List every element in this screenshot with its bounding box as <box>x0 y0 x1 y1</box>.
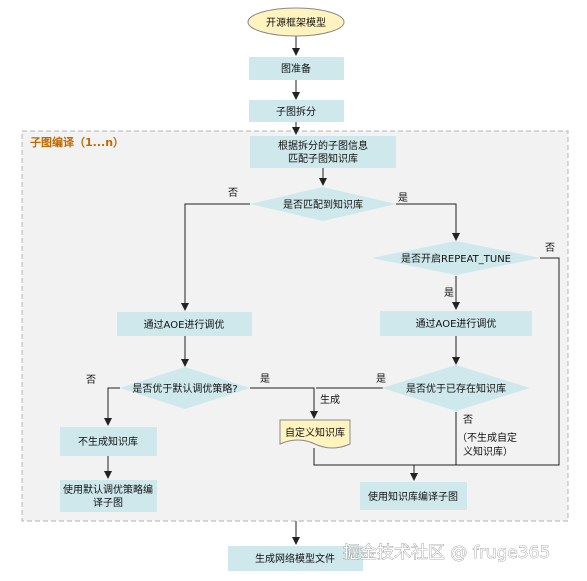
no-kb-label: 不生成知识库 <box>78 435 138 448</box>
split-subgraph-box <box>249 100 344 122</box>
prepare-graph-label: 图准备 <box>281 62 311 75</box>
decision-repeat-tune-diamond <box>372 241 540 275</box>
edge-label-default-yes: 是 <box>260 373 270 385</box>
tune-left-box <box>117 312 252 336</box>
decision-better-existing-diamond <box>382 365 530 411</box>
decision-repeat-tune-label: 是否开启REPEAT_TUNE <box>401 252 511 265</box>
match-kb-label-line1: 根据拆分的子图信息 <box>278 139 368 152</box>
edge-custom-kb-to-compile <box>313 448 414 466</box>
compile-kb-label: 使用知识库编译子图 <box>368 490 458 503</box>
custom-kb-document <box>279 419 351 449</box>
edge-repeat-no <box>410 257 560 481</box>
tune-left-label: 通过AOE进行调优 <box>144 318 225 331</box>
edge-label-existing-no-note1: （不生成自定 <box>457 431 517 444</box>
match-kb-label-line2: 匹配子图知识库 <box>288 152 358 165</box>
decision-matched-label: 是否匹配到知识库 <box>283 198 363 211</box>
edge-matched-no <box>181 203 250 311</box>
edge-label-repeat-yes: 是 <box>444 287 454 299</box>
match-kb-box <box>250 136 396 168</box>
generate-model-label: 生成网络模型文件 <box>255 552 335 565</box>
edge-label-existing-no: 否 <box>463 414 473 426</box>
edge-label-existing-yes: 是 <box>376 373 386 385</box>
decision-better-default-diamond <box>120 367 250 409</box>
tune-right-box <box>380 311 532 336</box>
edge-label-default-no: 否 <box>86 374 96 386</box>
edge-default-yes <box>250 387 318 419</box>
edge-label-generate: 生成 <box>320 393 340 406</box>
edge-label-matched-yes: 是 <box>398 192 408 204</box>
compile-default-label-line2: 译子图 <box>93 497 123 509</box>
watermark: 掘金技术社区 @ fruge365 <box>343 543 550 563</box>
compile-default-label-line1: 使用默认调优策略编 <box>63 483 153 496</box>
tune-right-label: 通过AOE进行调优 <box>416 317 497 330</box>
start-label: 开源框架模型 <box>266 16 326 29</box>
generate-model-box <box>228 546 363 571</box>
decision-matched-diamond <box>250 187 396 221</box>
compile-default-box <box>60 480 157 512</box>
edge-label-matched-no: 否 <box>228 187 238 199</box>
group-label: 子图编译（1...n） <box>30 135 124 149</box>
edge-label-existing-no-note2: 义知识库） <box>463 445 513 458</box>
compile-kb-box <box>360 482 467 510</box>
start-terminal <box>247 7 345 37</box>
no-kb-box <box>60 427 157 456</box>
decision-better-default-label: 是否优于默认调优策略? <box>132 382 237 395</box>
custom-kb-label: 自定义知识库 <box>285 426 345 439</box>
split-subgraph-label: 子图拆分 <box>276 105 316 118</box>
prepare-graph-box <box>249 57 344 80</box>
edge-label-repeat-no: 否 <box>545 242 555 254</box>
edge-matched-yes <box>396 203 460 241</box>
decision-better-existing-label: 是否优于已存在知识库 <box>406 382 506 395</box>
edge-default-no <box>104 387 120 426</box>
